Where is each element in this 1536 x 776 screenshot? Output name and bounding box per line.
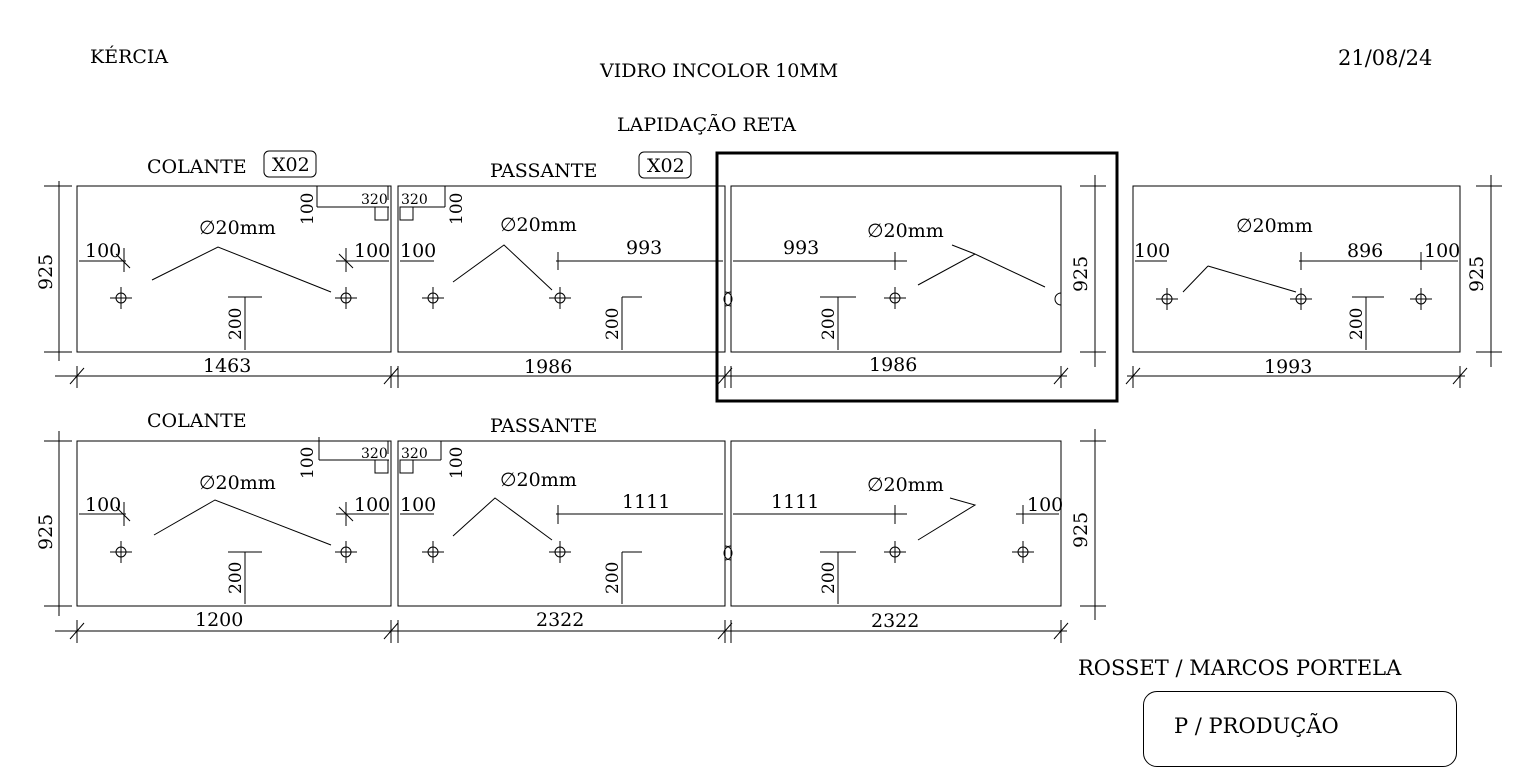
edge-offset-label: 100 [1424,240,1460,262]
hole-diameter-label: ∅20mm [199,217,276,239]
svg-text:X02: X02 [647,155,685,177]
hole-height-label: 200 [1347,308,1367,340]
span-dim-label: 1111 [771,491,819,513]
hole-marker [1156,288,1178,310]
span-dim-label: 993 [783,237,819,259]
notch-width-label: 320 [361,446,388,462]
hole-marker [422,541,444,563]
passante-label-row1: PASSANTE [490,160,597,182]
hole-marker [335,287,357,309]
glass-panel-1-3 [730,185,1062,353]
selection-highlight-box [715,151,1119,403]
hole-marker [1012,541,1034,563]
svg-text:X02: X02 [272,154,310,176]
hole-diameter-label: ∅20mm [500,469,577,491]
notch-height-label: 100 [298,447,318,479]
width-dim: 1200 [195,609,243,631]
notch-height-label: 100 [447,193,467,225]
notch-width-label: 320 [361,192,388,208]
hole-diameter-label: ∅20mm [199,472,276,494]
hole-diameter-label: ∅20mm [1236,215,1313,237]
hole-diameter-label: ∅20mm [867,220,944,242]
quantity-badge-passante: X02 [638,151,692,179]
span-dim-label: 993 [626,237,662,259]
width-dim: 1993 [1264,356,1312,378]
hole-marker [110,287,132,309]
edge-offset-label: 100 [1134,240,1170,262]
glass-panel-1-4 [1132,185,1461,353]
colante-label-row1: COLANTE [147,156,247,178]
hole-height-label: 200 [819,562,839,594]
client-name: KÉRCIA [90,46,169,68]
material-title: VIDRO INCOLOR 10MM [600,60,839,82]
edge-offset-label: 100 [85,240,121,262]
edge-offset-label: 100 [85,494,121,516]
hole-marker [110,541,132,563]
width-dim: 2322 [536,609,584,631]
production-stamp: P / PRODUÇÃO [1143,691,1457,767]
hole-height-label: 200 [603,308,623,340]
height-dim-row1-left: 925 [35,254,57,290]
edge-offset-label: 100 [400,240,436,262]
height-dim-row2-mid: 925 [1070,512,1092,548]
hole-marker [884,287,906,309]
height-dim-row1-mid: 925 [1070,256,1092,292]
finish-title: LAPIDAÇÃO RETA [617,114,796,136]
hole-marker [1290,288,1312,310]
hole-marker [549,541,571,563]
glass-panel-1-2 [397,185,726,353]
hole-height-label: 200 [819,308,839,340]
edge-offset-label: 100 [354,240,390,262]
notch-width-label: 320 [401,446,428,462]
passante-label-row2: PASSANTE [490,415,597,437]
hole-marker [422,287,444,309]
hole-marker [335,541,357,563]
colante-label-row2: COLANTE [147,410,247,432]
width-dim: 2322 [871,610,919,632]
notch-height-label: 100 [447,447,467,479]
span-dim-label: 896 [1347,240,1383,262]
span-dim-label: 1111 [622,491,670,513]
width-dim: 1463 [203,355,251,377]
hole-height-label: 200 [226,562,246,594]
height-dim-row1-right: 925 [1466,256,1488,292]
glass-panel-2-2 [397,440,726,607]
width-dim: 1986 [869,354,917,376]
edge-offset-label: 100 [354,494,390,516]
notch-width-label: 320 [401,192,428,208]
glass-cutting-drawing: COLANTE X02 PASSANTE X02 925 925 925 146… [35,150,1502,643]
hole-diameter-label: ∅20mm [500,214,577,236]
edge-offset-label: 100 [1027,494,1063,516]
glass-panel-2-3 [730,440,1062,607]
hole-diameter-label: ∅20mm [867,474,944,496]
hole-marker [549,287,571,309]
drawing-date: 21/08/24 [1338,46,1433,70]
hole-height-label: 200 [603,562,623,594]
notch-height-label: 100 [298,193,318,225]
height-dim-row2-left: 925 [35,514,57,550]
hole-marker [884,541,906,563]
quantity-badge-colante: X02 [263,150,317,178]
contact-name: ROSSET / MARCOS PORTELA [1078,656,1402,680]
width-dim: 1986 [524,356,572,378]
hole-marker [1410,288,1432,310]
production-label: P / PRODUÇÃO [1174,714,1339,738]
hole-height-label: 200 [226,308,246,340]
glass-panel-1-1 [76,185,392,353]
glass-panel-2-1 [76,440,392,607]
edge-offset-label: 100 [400,494,436,516]
